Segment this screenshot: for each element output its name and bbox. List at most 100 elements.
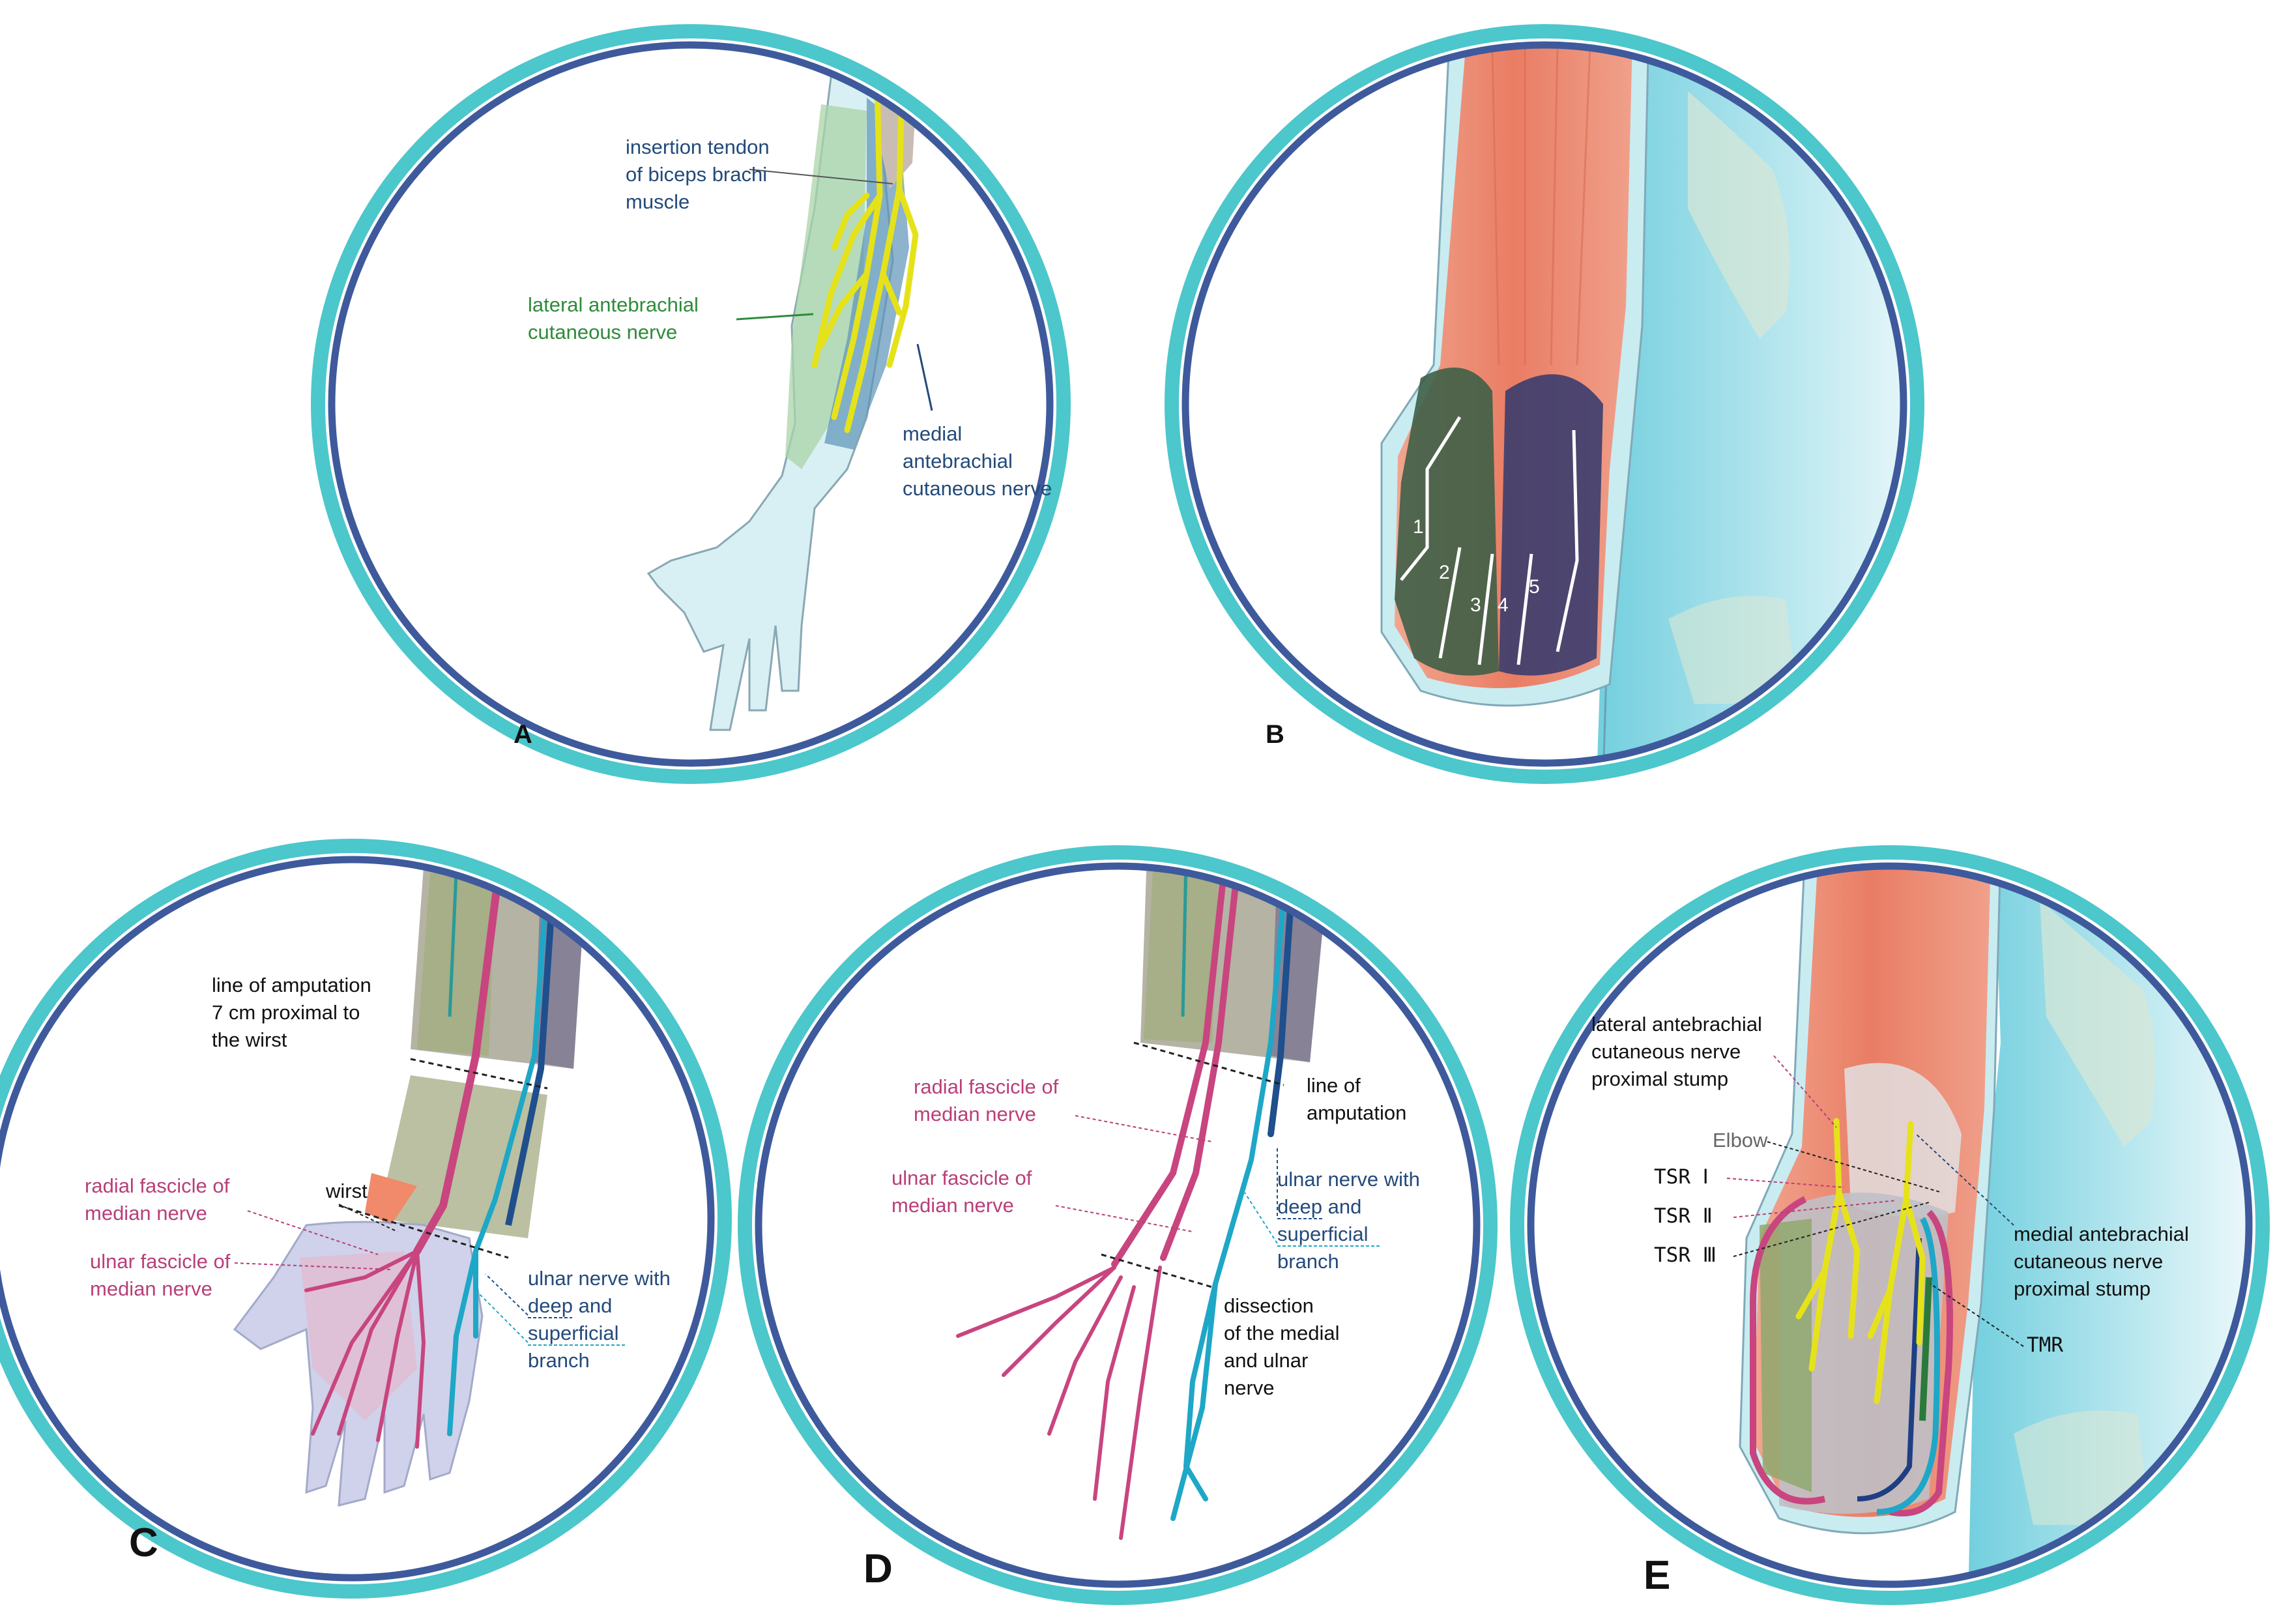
- median-branches: [304, 1249, 426, 1449]
- label-tsr3: TSR Ⅲ: [1654, 1243, 1717, 1267]
- forearm-muscle-d: [1144, 863, 1219, 1043]
- leader-lateral-e: [1773, 1055, 1837, 1128]
- wrist-muscle: [365, 1173, 417, 1225]
- label-tsr2: TSR Ⅱ: [1654, 1204, 1713, 1228]
- forearm-lower: [378, 1075, 547, 1238]
- ring-inner-c: [0, 856, 715, 1582]
- label-elbow: Elbow: [1713, 1129, 1768, 1152]
- label-tsr1: TSR Ⅰ: [1654, 1165, 1709, 1189]
- ulnar-nerve-d: [1170, 863, 1290, 1521]
- leader-medial: [916, 343, 933, 411]
- finger-numbers: 1 2 3 4 5: [1413, 516, 1540, 616]
- green-flap: [1395, 368, 1499, 676]
- green-tmr: [1919, 1277, 1932, 1421]
- elbow-region: [1844, 1063, 1962, 1217]
- median-nerve-d: [1111, 863, 1241, 1268]
- panel-b: 1 2 3 4 5 B: [1165, 24, 1924, 784]
- green-flap-e: [1760, 1219, 1812, 1492]
- leader-elbow: [1767, 1141, 1943, 1193]
- purple-flap: [1499, 374, 1603, 676]
- panel-e: lateral antebrachial cutaneous nerve pro…: [1510, 845, 2270, 1605]
- cut-line-c-1: [410, 1058, 548, 1090]
- ring-inner-a: [328, 41, 1054, 767]
- magenta-loop-e: [1750, 1196, 1826, 1505]
- yellow-nerves-e: [1795, 1118, 1926, 1404]
- ring-inner-b: [1181, 41, 1907, 767]
- ulnar-nerve: [447, 871, 550, 1436]
- magenta-loop-e-2: [1889, 1210, 1953, 1516]
- ring-inner-d: [755, 862, 1481, 1588]
- leader-radial-c: [247, 1210, 379, 1255]
- panel-d: line of amputation radial fascicle of me…: [738, 845, 1498, 1605]
- leader-radial-d: [1075, 1115, 1213, 1142]
- label-wirst: wirst: [325, 1180, 368, 1202]
- panel-letter-c: C: [129, 1520, 158, 1565]
- muscle-striations: [1491, 45, 1591, 366]
- leader-deep-c: [485, 1273, 529, 1316]
- leader-tsr1: [1726, 1178, 1845, 1188]
- leader-tsr3: [1733, 1202, 1930, 1257]
- label-ulnar-nerve-c: ulnar nerve with deep and superficial br…: [528, 1267, 676, 1372]
- ring-outer-d: [738, 845, 1498, 1605]
- panel-letter-a: A: [514, 720, 532, 749]
- finger-number-2: 2: [1439, 562, 1450, 583]
- leader-ulnar-fascicle-d: [1055, 1205, 1193, 1232]
- panel-c: line of amputation 7 cm proximal to the …: [0, 839, 732, 1599]
- label-medial: medial antebrachial cutaneous nerve: [903, 422, 1052, 500]
- ulnar-deep-d: [1268, 863, 1297, 1137]
- ring-inner-e: [1527, 862, 2253, 1588]
- cut-line-d-1: [1133, 1041, 1284, 1086]
- leader-tmr: [1930, 1283, 2024, 1347]
- navy-loop-e: [1857, 1238, 1922, 1501]
- leader-tsr2: [1733, 1200, 1897, 1218]
- leader-superficial-c: [478, 1293, 529, 1343]
- label-ulnar-nerve-d: ulnar nerve with deep and superficial br…: [1277, 1168, 1425, 1273]
- ring-outer-e: [1510, 845, 2270, 1605]
- label-radial-c: radial fascicle of median nerve: [85, 1174, 235, 1225]
- teal-branch: [448, 873, 458, 1017]
- blue-loop-e: [1876, 1217, 1940, 1515]
- label-ulnar-fascicle-d: ulnar fascicle of median nerve: [891, 1167, 1037, 1217]
- label-tmr: TMR: [2027, 1333, 2063, 1357]
- ghost-structures: [1688, 91, 1790, 339]
- finger-number-5: 5: [1529, 576, 1540, 598]
- label-dissection: dissection of the medial and ulnar nerve: [1224, 1294, 1345, 1399]
- label-amputation-c: line of amputation 7 cm proximal to the …: [212, 974, 377, 1051]
- label-lateral: lateral antebrachial cutaneous nerve: [528, 293, 704, 343]
- finger-number-3: 3: [1470, 594, 1481, 616]
- ring-outer-a: [311, 24, 1071, 784]
- leader-biceps: [749, 169, 893, 184]
- leader-wirst: [338, 1204, 398, 1232]
- ghost-elbow-e: [2014, 1410, 2151, 1525]
- panel-letter-d: D: [863, 1546, 893, 1591]
- label-medial-e: medial antebrachial cutaneous nerve prox…: [2014, 1223, 2194, 1300]
- panel-letter-b: B: [1266, 720, 1284, 749]
- panel-letter-e: E: [1644, 1553, 1670, 1598]
- median-nerve: [413, 869, 502, 1255]
- finger-number-4: 4: [1498, 594, 1509, 616]
- cut-line-c-2: [338, 1204, 509, 1259]
- ulnar-deep-branch: [505, 873, 557, 1226]
- panel-a: insertion tendon of biceps brachi muscle…: [311, 24, 1071, 784]
- cutaneous-nerves: [811, 55, 919, 433]
- label-ulnar-fascicle-c: ulnar fascicle of median nerve: [90, 1250, 236, 1300]
- ring-outer-b: [1165, 24, 1924, 784]
- label-lateral-e: lateral antebrachial cutaneous nerve pro…: [1591, 1013, 1768, 1090]
- cut-line-d-2: [1101, 1253, 1213, 1288]
- forearm-upper-muscle: [417, 873, 495, 1056]
- median-branches-d: [956, 1266, 1162, 1540]
- leader-medial-e: [1915, 1133, 2014, 1226]
- upper-arm-skin-e: [1968, 863, 2252, 1587]
- ring-outer-c: [0, 839, 732, 1599]
- finger-number-1: 1: [1413, 516, 1424, 538]
- ghost-elbow: [1668, 596, 1799, 704]
- label-amputation-d: line of amputation: [1307, 1074, 1406, 1124]
- label-biceps: insertion tendon of biceps brachi muscle: [626, 136, 775, 213]
- teal-branch-d: [1181, 863, 1188, 1017]
- lateral-territory: [785, 104, 867, 469]
- leader-ulnar-fascicle-c: [234, 1262, 392, 1270]
- finger-outlines: [1400, 416, 1579, 665]
- leader-superficial-d: [1244, 1192, 1278, 1244]
- leader-lateral: [736, 313, 814, 321]
